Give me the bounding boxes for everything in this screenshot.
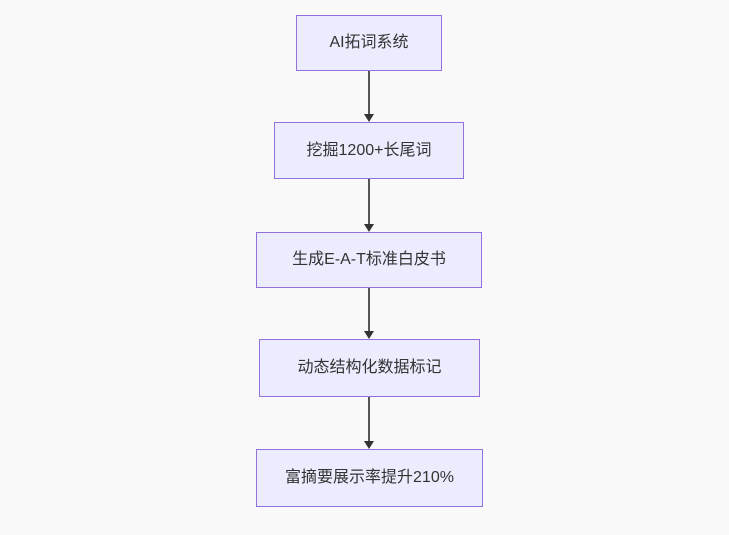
- node-label: 生成E-A-T标准白皮书: [292, 251, 446, 269]
- arrow-shaft: [368, 179, 370, 224]
- arrow-shaft: [368, 397, 370, 441]
- node-eat-whitepaper: 生成E-A-T标准白皮书: [256, 232, 482, 288]
- arrowhead-down-icon: [364, 224, 374, 232]
- node-ai-keyword-system: AI拓词系统: [296, 15, 442, 71]
- node-rich-snippet-result: 富摘要展示率提升210%: [256, 449, 483, 507]
- arrowhead-down-icon: [364, 441, 374, 449]
- node-label: AI拓词系统: [329, 34, 409, 52]
- arrowhead-down-icon: [364, 114, 374, 122]
- node-label: 挖掘1200+长尾词: [306, 141, 432, 159]
- node-label: 富摘要展示率提升210%: [285, 469, 454, 487]
- arrowhead-down-icon: [364, 331, 374, 339]
- node-structured-data-markup: 动态结构化数据标记: [259, 339, 480, 397]
- arrow-shaft: [368, 288, 370, 331]
- arrow-shaft: [368, 71, 370, 114]
- node-longtail-mining: 挖掘1200+长尾词: [274, 122, 464, 179]
- node-label: 动态结构化数据标记: [297, 359, 442, 377]
